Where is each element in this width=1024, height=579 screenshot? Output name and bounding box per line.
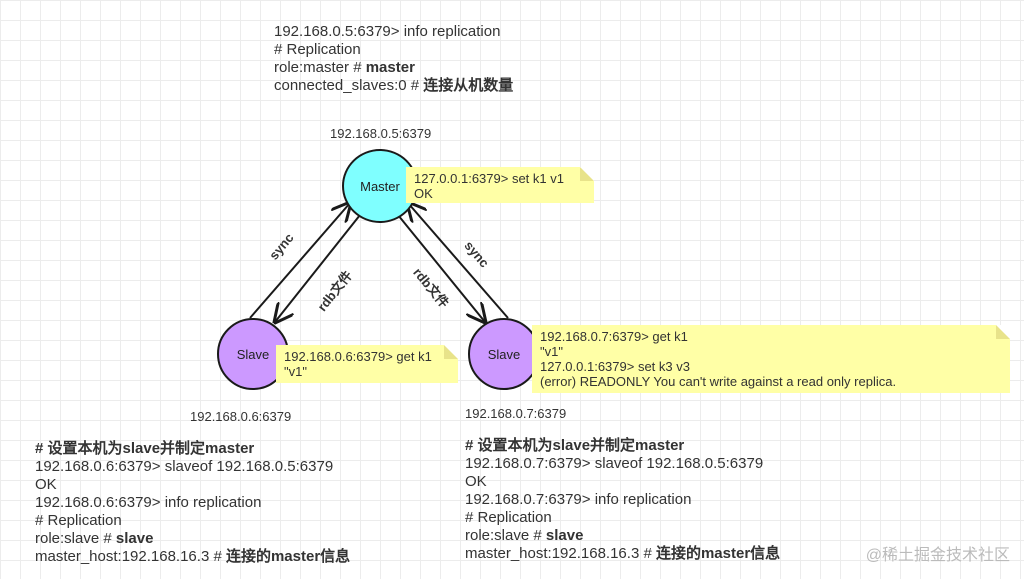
master-info-line: role:master # master [274, 59, 415, 76]
slave-node-label: Slave [487, 346, 521, 362]
note-line: "v1" [284, 364, 307, 379]
info-line: 192.168.0.6:6379> info replication [35, 494, 262, 511]
slave-right-address: 192.168.0.7:6379 [465, 406, 567, 421]
info-line: # 设置本机为slave并制定master [35, 440, 255, 457]
rdb-arrow-left [275, 214, 361, 322]
slave-right-note: 192.168.0.7:6379> get k1 "v1" 127.0.0.1:… [532, 325, 1010, 393]
info-line: master_host:192.168.16.3 # 连接的master信息 [465, 545, 781, 562]
slave-left-note: 192.168.0.6:6379> get k1 "v1" [276, 345, 458, 383]
slave-left-address: 192.168.0.6:6379 [190, 409, 292, 424]
slave-left-info-block: # 设置本机为slave并制定master 192.168.0.6:6379> … [35, 440, 350, 566]
info-line: role:slave # slave [465, 527, 584, 544]
master-address: 192.168.0.5:6379 [330, 126, 432, 141]
info-line: role:slave # slave [35, 530, 154, 547]
master-info-block: 192.168.0.5:6379> info replication # Rep… [274, 23, 513, 95]
note-line: 127.0.0.1:6379> set k1 v1 [414, 171, 564, 186]
note-line: OK [414, 186, 433, 201]
rdb-arrow-right [397, 214, 485, 322]
info-line: 192.168.0.7:6379> slaveof 192.168.0.5:63… [465, 455, 764, 472]
sync-arrow-right [408, 203, 509, 319]
info-line: OK [35, 476, 57, 493]
slave-node-right[interactable]: Slave [468, 318, 540, 390]
master-info-line: 192.168.0.5:6379> info replication [274, 23, 501, 40]
note-line: 192.168.0.7:6379> get k1 [540, 329, 688, 344]
master-note: 127.0.0.1:6379> set k1 v1 OK [406, 167, 594, 203]
info-line: # Replication [465, 509, 552, 526]
info-line: 192.168.0.6:6379> slaveof 192.168.0.5:63… [35, 458, 334, 475]
master-node[interactable]: Master [342, 149, 418, 223]
note-line: (error) READONLY You can't write against… [540, 374, 897, 389]
master-node-label: Master [360, 178, 400, 194]
master-info-line: # Replication [274, 41, 361, 58]
info-line: # 设置本机为slave并制定master [465, 437, 685, 454]
info-line: 192.168.0.7:6379> info replication [465, 491, 692, 508]
slave-right-info-block: # 设置本机为slave并制定master 192.168.0.7:6379> … [465, 437, 780, 563]
note-line: "v1" [540, 344, 563, 359]
note-line: 192.168.0.6:6379> get k1 [284, 349, 432, 364]
sync-arrow-left [249, 203, 350, 319]
note-line: 127.0.0.1:6379> set k3 v3 [540, 359, 690, 374]
slave-node-label: Slave [236, 346, 270, 362]
info-line: OK [465, 473, 487, 490]
info-line: master_host:192.168.16.3 # 连接的master信息 [35, 548, 351, 565]
watermark: @稀土掘金技术社区 [865, 547, 1010, 564]
info-line: # Replication [35, 512, 122, 529]
master-info-line: connected_slaves:0 # 连接从机数量 [274, 77, 514, 94]
